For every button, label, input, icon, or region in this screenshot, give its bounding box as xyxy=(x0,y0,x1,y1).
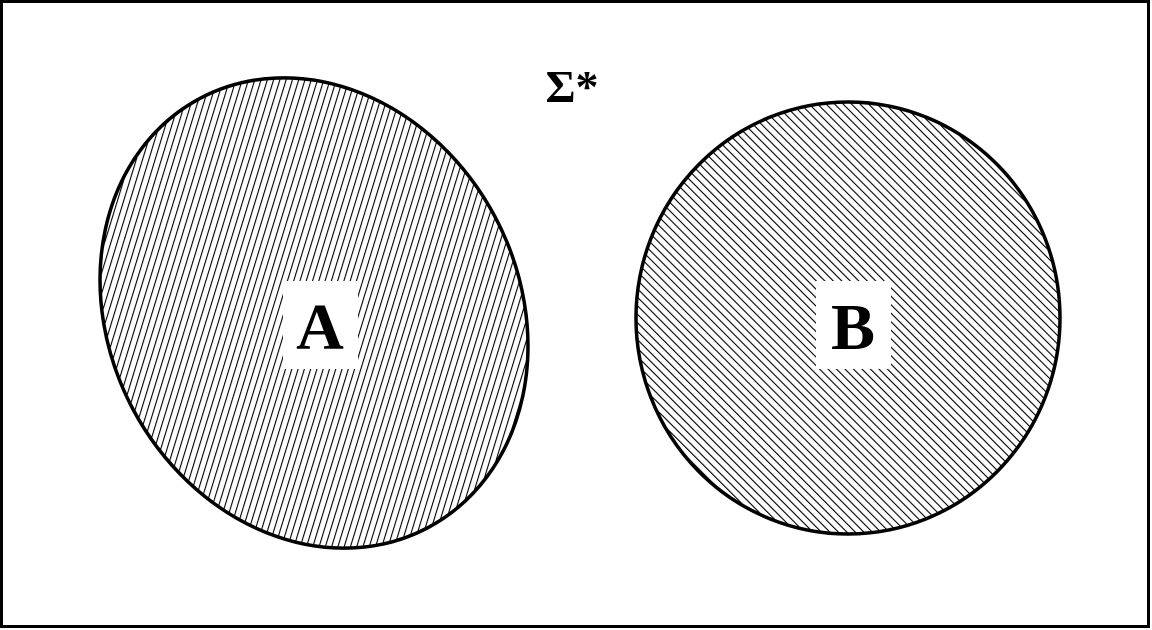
set-a-label: A xyxy=(296,291,344,364)
set-a: A xyxy=(98,76,530,550)
set-b-label-box xyxy=(816,281,891,369)
set-b: B xyxy=(634,100,1062,536)
set-a-label-box xyxy=(283,281,358,369)
set-b-label: B xyxy=(831,291,875,364)
universe-label: Σ* xyxy=(545,61,598,112)
